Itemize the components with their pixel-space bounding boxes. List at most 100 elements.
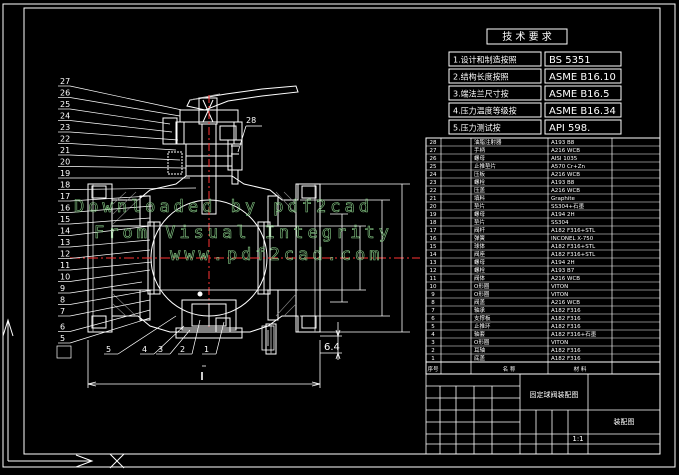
parts-row-name: 螺栓 [474, 178, 486, 186]
parts-row-name: 垫片 [474, 218, 485, 226]
leader-line [215, 321, 225, 355]
watermark-line-2: From Visual Integrity [94, 223, 393, 243]
parts-row-name: 阀体 [474, 274, 486, 282]
parts-row-material: A182 F316 [551, 348, 581, 354]
header-material: 材 料 [574, 365, 587, 373]
parts-row-name: 螺母 [474, 154, 486, 162]
leader-line [153, 325, 185, 355]
drawing-scale: 1:1 [572, 435, 583, 443]
parts-row-material: VITON [551, 292, 568, 298]
leader-line [69, 309, 151, 332]
leader-line [69, 269, 151, 282]
parts-row-no: 21 [430, 196, 437, 202]
part-label: 20 [60, 158, 70, 167]
parts-row-no: 15 [430, 244, 437, 250]
parts-row-name: 阀杆 [474, 226, 486, 234]
parts-row-material: VITON [551, 340, 568, 346]
leader-line [69, 205, 153, 213]
parts-row-no: 12 [430, 268, 437, 274]
part-label: 4 [142, 345, 147, 354]
parts-row-material: A193 B8 [551, 180, 575, 186]
leader-line [169, 329, 191, 355]
tech-req-label-box [448, 85, 542, 101]
parts-row-material: SS304 [551, 220, 569, 226]
parts-row-material: A216 WCB [551, 188, 580, 194]
parts-row-name: 支撑板 [474, 314, 491, 322]
dimension-thickness: 6.4 [324, 342, 340, 353]
parts-row-no: 17 [430, 228, 437, 234]
tech-req-label-box [448, 119, 542, 135]
part-label: 19 [60, 169, 70, 178]
part-label: 24 [60, 112, 70, 121]
leader-line [69, 299, 151, 317]
parts-row-material: A194 2H [551, 260, 575, 266]
leader-line [69, 108, 171, 125]
parts-row-no: 25 [430, 164, 437, 170]
parts-row-no: 4 [431, 332, 435, 338]
leader-line [69, 166, 187, 169]
parts-row-material: A194 2H [551, 212, 575, 218]
parts-row-name: 阀座 [474, 250, 486, 258]
leader-line [69, 217, 151, 225]
tech-req-standard-box [544, 51, 622, 67]
parts-row-name: O形圈 [474, 338, 490, 346]
parts-row-name: 垫片 [474, 202, 485, 210]
tech-req-label: 1.设计和制造按照 [453, 55, 517, 65]
tech-req-standard-box [544, 85, 622, 101]
tech-req-label: 3.端法兰尺寸按 [453, 89, 509, 99]
leader-line [69, 97, 181, 117]
parts-row-name: 压板 [474, 170, 486, 178]
parts-row-no: 10 [430, 284, 437, 290]
part-label: 3 [158, 345, 163, 354]
part-label: 17 [60, 192, 70, 201]
part-label: 1 [204, 345, 209, 354]
parts-row-name: 填料 [474, 194, 486, 202]
part-label: 12 [60, 250, 70, 259]
part-label: 5 [60, 334, 65, 343]
parts-row-no: 13 [430, 260, 437, 266]
parts-row-no: 18 [430, 220, 437, 226]
parts-row-name: 轴承 [474, 306, 486, 314]
tech-req-standard: ASME B16.5 [549, 89, 609, 100]
outer-frame [2, 3, 676, 468]
valve-section-view [70, 85, 420, 355]
part-label: 8 [60, 296, 65, 305]
part-label: 5 [106, 345, 111, 354]
parts-row-material: A182 F316+STL [551, 252, 596, 258]
dimensions [87, 183, 410, 388]
parts-row-name: 止推垫片 [474, 162, 496, 170]
parts-row-no: 5 [431, 324, 435, 330]
leader-line [69, 239, 151, 248]
parts-row-no: 14 [430, 252, 437, 258]
parts-row-name: 耳轴 [474, 346, 486, 354]
parts-row-material: A216 WCB [551, 148, 580, 154]
parts-row-name: 阀盖 [474, 298, 486, 306]
parts-row-name: 压盖 [474, 186, 486, 194]
part-label: 25 [60, 100, 70, 109]
parts-row-no: 20 [430, 204, 437, 210]
parts-row-no: 22 [430, 188, 437, 194]
tech-req-standard: ASME B16.10 [549, 72, 616, 83]
parts-row-material: INCONEL X-750 [551, 236, 594, 242]
parts-row-material: A182 F316 [551, 356, 581, 362]
part-label: 14 [60, 227, 70, 236]
parts-row-material: SS304+石墨 [551, 203, 585, 210]
part-label: 23 [60, 123, 70, 132]
header-name: 名 称 [503, 365, 516, 373]
part-leaders: 2726252423222120191817161514131211109876… [56, 77, 197, 359]
part-label: 18 [60, 181, 70, 190]
leader-line [69, 120, 173, 133]
parts-row-name: 球体 [474, 242, 486, 250]
parts-row-material: A216 WCB [551, 300, 580, 306]
parts-row-no: 3 [431, 340, 435, 346]
parts-row-name: 螺母 [474, 258, 486, 266]
part-label: 27 [60, 77, 70, 86]
parts-row-material: A182 F316+STL [551, 244, 596, 250]
watermark-line-3: www.pdf2cad.com [170, 245, 384, 265]
leader-line [69, 143, 177, 151]
parts-row-material: A570 Cr+Zn [551, 164, 585, 170]
tag-symbol [261, 325, 275, 351]
leader-line [69, 131, 179, 141]
